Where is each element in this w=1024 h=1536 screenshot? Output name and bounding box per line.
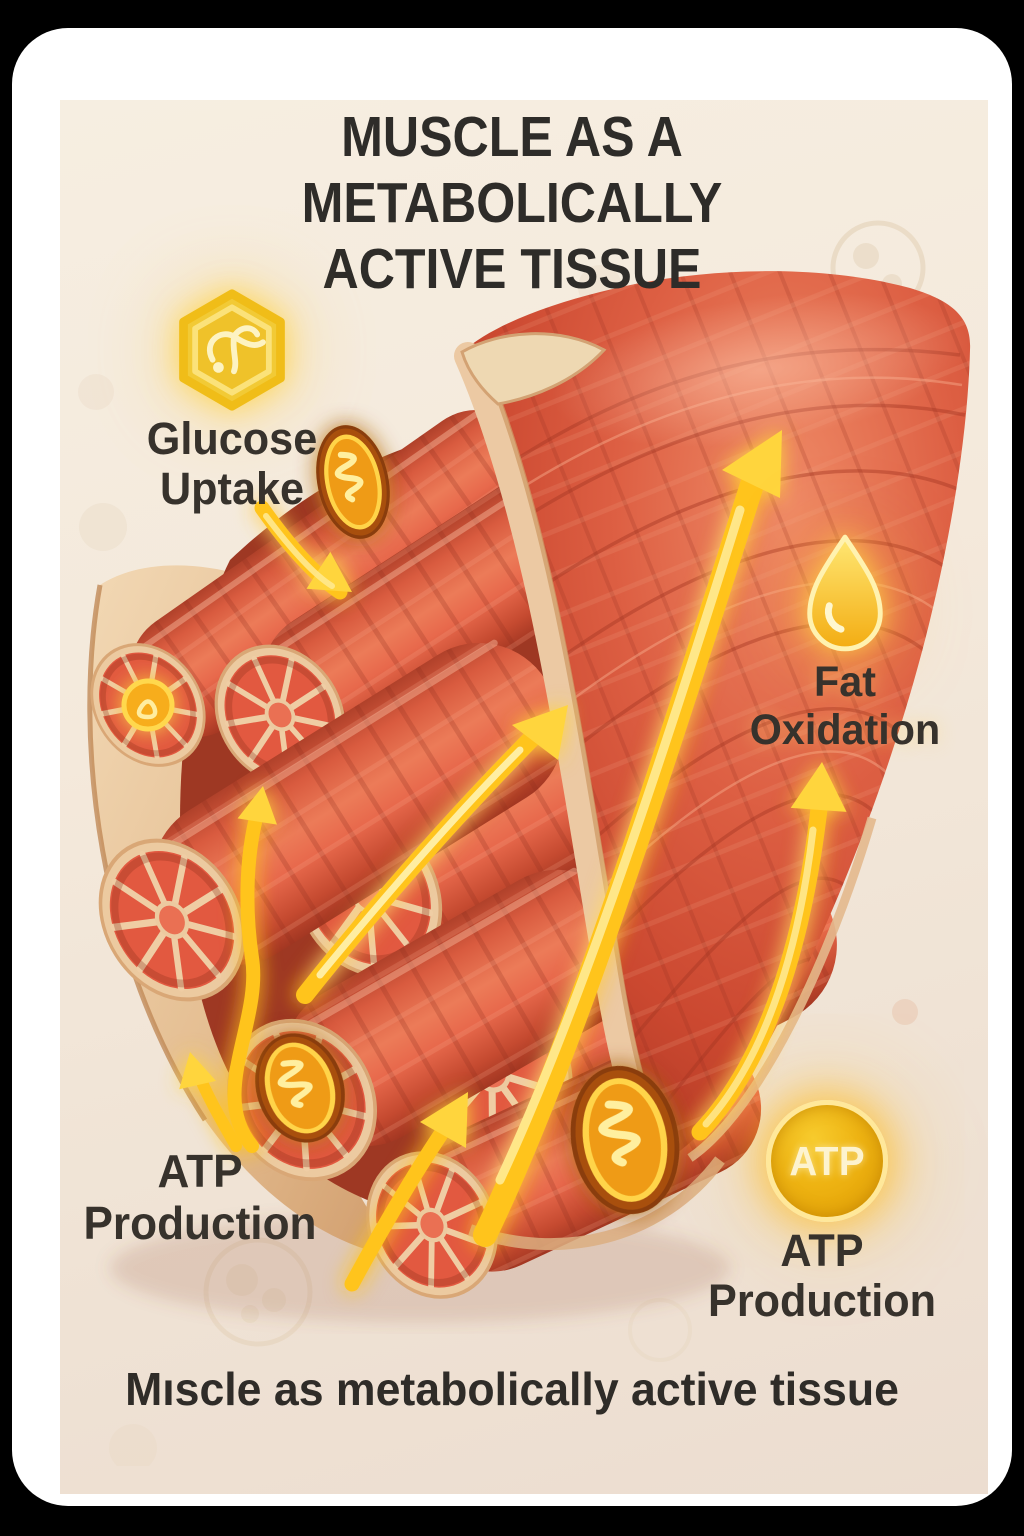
muscle-fiber [200, 867, 640, 1206]
glucose-hexagon-icon [170, 286, 294, 414]
poster-caption: Mıscle as metabolically active tissue [125, 1363, 899, 1415]
mitochondria-icons [121, 420, 688, 1220]
title-line-2: ACTIVE TISSUE [322, 237, 702, 302]
title-line-1: MUSCLE AS A METABOLICALLY [301, 105, 723, 236]
atp-badge-text: ATP [789, 1137, 865, 1184]
atp-badge-icon: ATP [766, 1100, 888, 1222]
atp-production-right-label: ATP Production [708, 1225, 936, 1327]
atp-arrow-icon [179, 786, 277, 1153]
poster-title: MUSCLE AS A METABOLICALLY ACTIVE TISSUE [151, 104, 873, 302]
fiber-arrow-icon [344, 1092, 468, 1292]
fat-oxidation-label: Fat Oxidation [749, 658, 941, 755]
fat-droplet-icon [796, 528, 894, 656]
glow-arrow-icons [179, 430, 847, 1292]
glowing-core-icon [121, 678, 175, 732]
metabolism-arrow-icon [473, 430, 782, 1247]
atp-production-left-label: ATP Production [83, 1145, 317, 1249]
glucose-uptake-label: Glucose Uptake [146, 413, 318, 515]
muscle-fiber [72, 639, 564, 1026]
